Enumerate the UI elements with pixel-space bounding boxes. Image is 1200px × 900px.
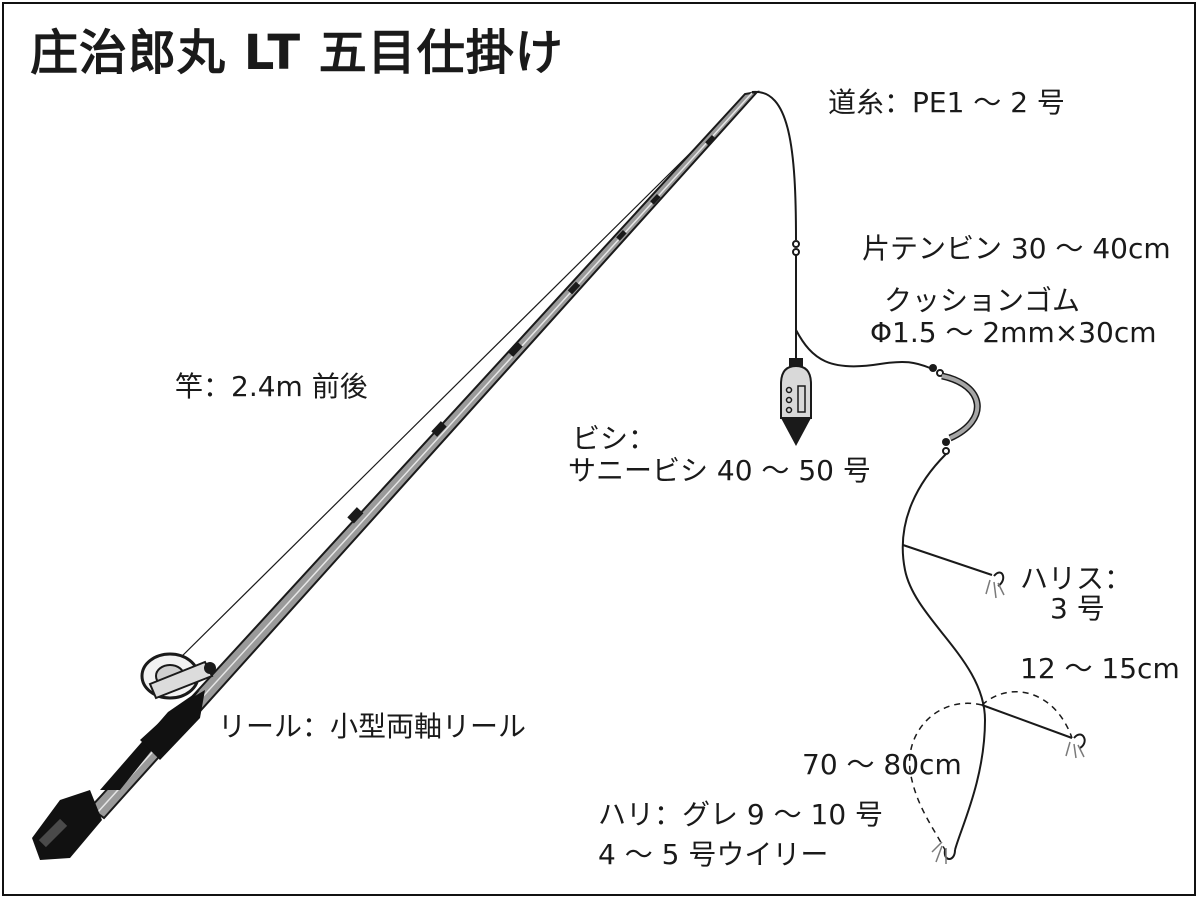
- span-length-arc: [908, 702, 983, 851]
- label-span-length: 70 〜 80cm: [802, 748, 962, 781]
- upper-hook-icon: [985, 571, 1005, 599]
- label-hook-name: ハリ：グレ 9 〜 10 号: [598, 798, 884, 831]
- label-hook-spec: 4 〜 5 号ウイリー: [598, 838, 829, 871]
- label-rod: 竿：2.4m 前後: [175, 370, 368, 403]
- label-leader-spec: 3 号: [1050, 592, 1105, 625]
- label-branch-length: 12 〜 15cm: [1020, 652, 1180, 685]
- reel-icon: [140, 652, 216, 700]
- label-sinker-name: ビシ：: [572, 422, 657, 455]
- rod: [32, 90, 760, 860]
- cushion-rubber: [929, 364, 981, 455]
- main-line-through-guides: [169, 91, 753, 669]
- end-hook-icon: [931, 841, 956, 864]
- branch-length-arc: [981, 691, 1073, 739]
- main-line: [751, 90, 797, 241]
- label-leader-name: ハリス：: [1020, 562, 1133, 595]
- lower-branch-line: [981, 704, 1073, 739]
- leader-line: [901, 453, 987, 851]
- label-sinker-spec: サニービシ 40 〜 50 号: [568, 454, 871, 487]
- upper-branch-line: [902, 544, 993, 576]
- label-tenbin: 片テンビン 30 〜 40cm: [862, 232, 1171, 265]
- label-cushion-name: クッションゴム: [884, 284, 1081, 317]
- label-cushion-spec: Φ1.5 〜 2mm×30cm: [870, 316, 1157, 349]
- lower-hook-icon: [1065, 733, 1086, 759]
- swivel-icon: [792, 240, 800, 268]
- label-reel: リール：小型両軸リール: [218, 710, 527, 743]
- label-main-line: 道糸：PE1 〜 2 号: [828, 86, 1065, 119]
- tenbin-arm: [795, 268, 931, 369]
- sinker-icon: [780, 358, 812, 446]
- page-title: 庄治郎丸 LT 五目仕掛け: [30, 25, 564, 81]
